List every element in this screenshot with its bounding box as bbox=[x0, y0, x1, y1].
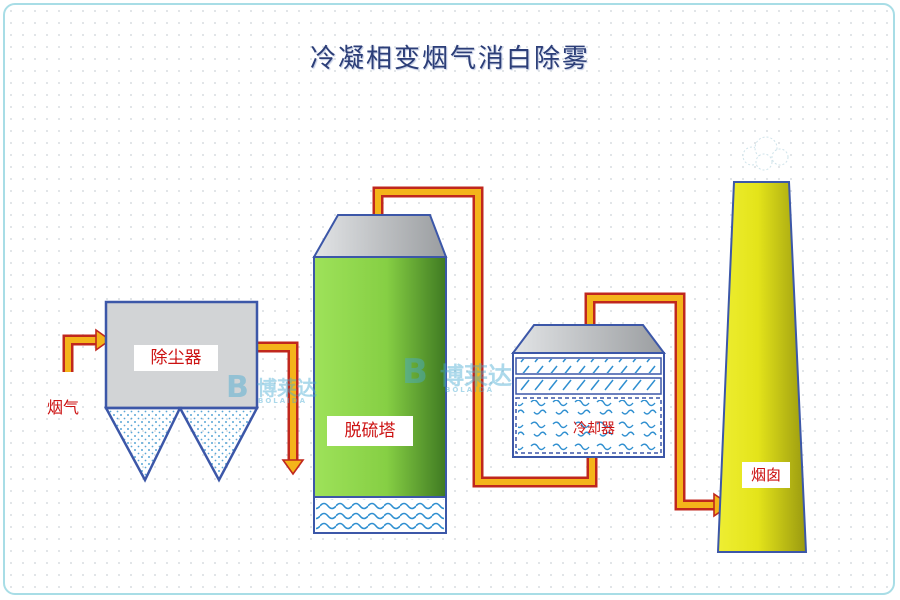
cooler-roof bbox=[511, 324, 666, 354]
pipe-dust-to-tower-arrow bbox=[281, 459, 305, 476]
cooler bbox=[511, 324, 666, 458]
dust-collector-label: 除尘器 bbox=[134, 345, 218, 371]
diagram-title: 冷凝相变烟气消白除雾 bbox=[309, 44, 590, 74]
dust-hopper-right bbox=[177, 406, 260, 483]
desulfurization-tower bbox=[312, 214, 448, 534]
inlet-arrow-head bbox=[95, 328, 112, 352]
inlet-label: 烟气 bbox=[46, 398, 79, 417]
steam-cloud-icon bbox=[742, 136, 789, 171]
dust-hopper-left bbox=[103, 406, 182, 483]
flue-pipes bbox=[62, 186, 732, 518]
desulfurization-tower-label: 脱硫塔 bbox=[327, 416, 413, 446]
tower-roof bbox=[312, 214, 448, 258]
chimney-label: 烟囱 bbox=[742, 462, 790, 488]
chimney bbox=[716, 136, 808, 553]
inlet-pipe bbox=[62, 334, 98, 372]
watermark-text-2: 博莱达 bbox=[440, 362, 512, 390]
watermark-text-1: 博莱达 bbox=[257, 376, 317, 400]
cooler-label: 冷却器 bbox=[573, 421, 615, 437]
